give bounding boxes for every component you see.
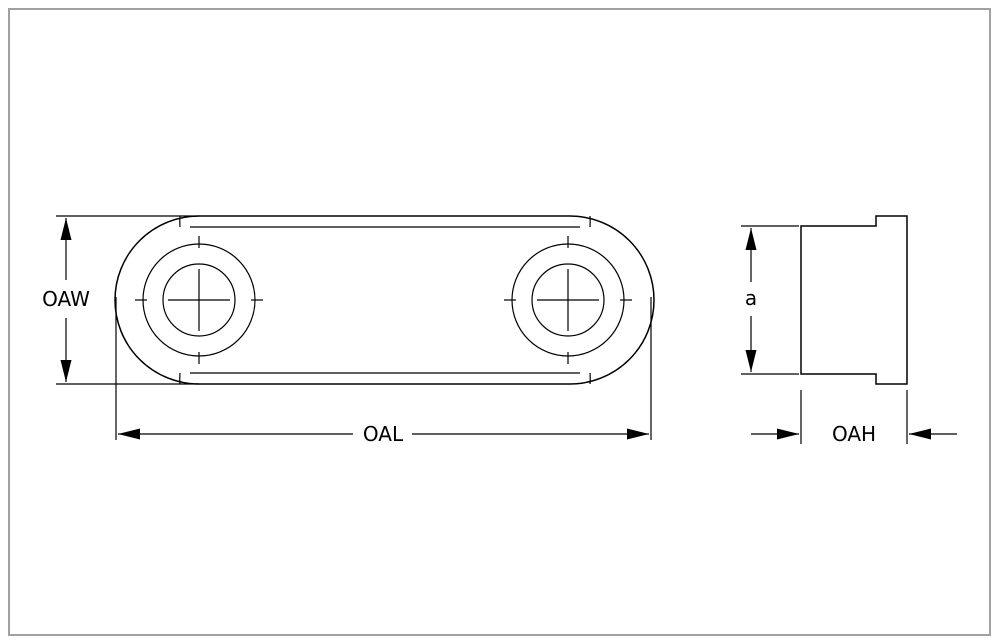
- oah-label: OAH: [832, 422, 876, 446]
- right-hole: [504, 236, 632, 364]
- left-bore-circle: [162, 263, 236, 337]
- oal-dimension: OAL: [118, 422, 649, 446]
- oaw-dimension: OAW: [42, 215, 199, 385]
- plate-outline: [114, 215, 655, 385]
- left-hole: [135, 236, 263, 364]
- side-profile: [800, 215, 908, 385]
- side-view: a OAH: [741, 215, 957, 446]
- top-view: OAW OAL: [42, 215, 655, 446]
- a-dimension: a: [741, 225, 799, 375]
- a-label: a: [745, 286, 757, 310]
- drawing-frame: [8, 8, 991, 636]
- oal-label: OAL: [363, 422, 404, 446]
- right-bore-circle: [531, 263, 605, 337]
- oaw-label: OAW: [42, 287, 90, 311]
- oah-dimension: OAH: [751, 390, 957, 446]
